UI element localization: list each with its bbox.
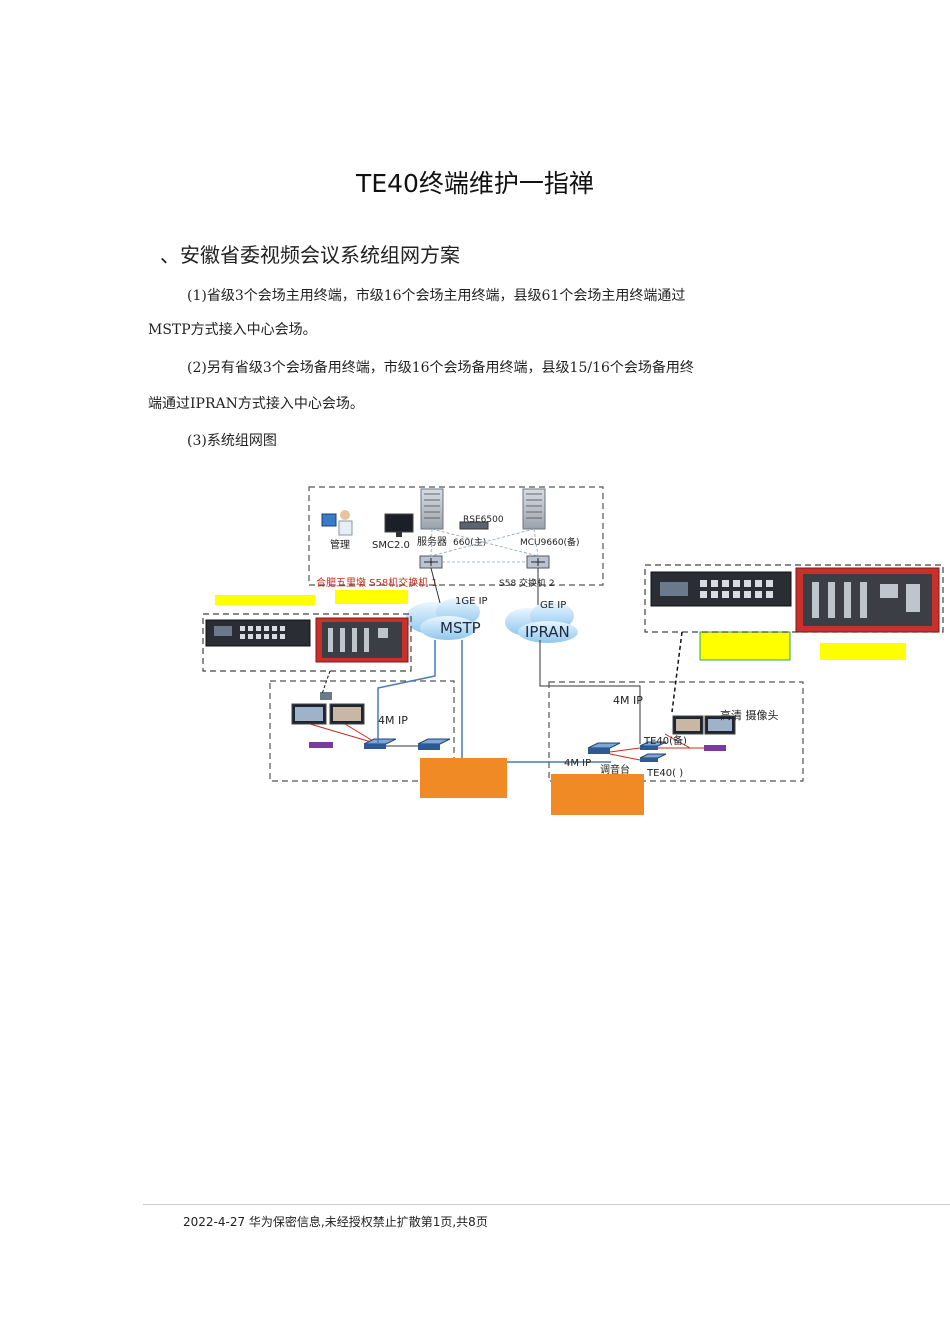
mstp-right-site-link <box>461 640 611 763</box>
switch-1-label: 合肥五里墩 S58机交换机 1 <box>316 576 438 589</box>
mcu-backup-rack-icon <box>522 488 546 530</box>
left-router-icon <box>417 738 451 750</box>
left-display-icon <box>291 692 365 725</box>
right-router-icon <box>587 742 621 754</box>
right-mixer-device-icon <box>795 567 940 633</box>
yellow-highlight-2 <box>335 590 408 604</box>
ge-ip-label: GE IP <box>540 600 566 611</box>
left-purple-device <box>309 742 333 748</box>
left-equipment-link <box>321 670 331 695</box>
right-red-link-1 <box>609 747 641 753</box>
orange-block-left <box>420 758 507 798</box>
mstp-left-site-link <box>377 640 436 744</box>
yellow-highlight-4 <box>820 643 906 660</box>
paragraph-2-line-1: (2)另有省级3个会场备用终端，市级16个会场备用终端，县级15/16个会场备用… <box>187 360 694 376</box>
te40-main-label: TE40( ) <box>646 768 683 779</box>
right-te40-main-icon <box>639 753 667 762</box>
right-matrix-device-icon <box>650 571 792 607</box>
server-label: 服务器 <box>417 535 447 548</box>
smc-label: SMC2.0 <box>372 540 410 551</box>
ipran-label: IPRAN <box>525 623 570 641</box>
switch-2-label: S58 交换机 2 <box>499 577 555 589</box>
switch-2-icon <box>526 555 550 569</box>
smc-monitor-icon <box>384 513 414 537</box>
footer-divider <box>143 1204 950 1205</box>
orange-block-right <box>551 774 644 815</box>
left-mixer-device-icon <box>315 617 409 663</box>
left-matrix-device-icon <box>205 619 311 647</box>
manage-pc-icon <box>321 510 353 536</box>
paragraph-1-line-2: MSTP方式接入中心会场。 <box>148 322 317 338</box>
right-display-icon <box>672 715 736 735</box>
paragraph-1-line-1: (1)省级3个会场主用终端，市级16个会场主用终端，县级61个会场主用终端通过 <box>187 288 686 304</box>
footer-text: 2022-4-27 华为保密信息,未经授权禁止扩散第1页,共8页 <box>183 1215 488 1229</box>
4m-ip-left-label: 4M IP <box>378 714 408 727</box>
left-red-link-2 <box>344 723 379 745</box>
manage-label: 管理 <box>330 538 350 551</box>
switch-1-icon <box>419 555 443 569</box>
mcu-main-rack-icon <box>420 488 444 530</box>
right-site-box <box>548 681 804 782</box>
4m-ip-right-bottom-label: 4M IP <box>564 758 591 769</box>
left-site-box <box>269 680 455 782</box>
4m-ip-right-top-label: 4M IP <box>613 694 643 707</box>
yellow-highlight-1 <box>215 595 315 605</box>
right-red-link-4 <box>664 733 691 749</box>
right-equipment-box <box>644 564 944 633</box>
right-red-link-2 <box>609 753 641 761</box>
ipran-right-site-link <box>539 640 641 744</box>
paragraph-2-line-2: 端通过IPRAN方式接入中心会场。 <box>148 396 364 412</box>
right-equipment-link <box>671 631 683 713</box>
rse-label: RSE6500 <box>463 515 504 525</box>
left-equipment-box <box>202 613 412 672</box>
core-cross-links <box>430 528 539 563</box>
paragraph-3: (3)系统组网图 <box>187 433 277 449</box>
document-title: TE40终端维护一指禅 <box>356 169 594 198</box>
mcu-backup-label: MCU9660(备) <box>520 536 580 548</box>
section-heading: 、安徽省委视频会议系统组网方案 <box>160 243 460 267</box>
yellow-highlight-3 <box>699 631 791 661</box>
ipran-cloud-icon <box>505 602 578 643</box>
console-label: 调音台 <box>600 763 630 776</box>
1ge-ip-label: 1GE IP <box>455 596 488 607</box>
link-core-mstp <box>430 567 441 604</box>
right-te40-backup-icon <box>639 741 667 750</box>
mstp-cloud-icon <box>406 598 480 640</box>
left-red-link-1 <box>309 723 379 745</box>
camera-label: 高清 摄像头 <box>720 708 779 722</box>
right-purple-device <box>704 745 726 751</box>
mstp-label: MSTP <box>440 619 481 637</box>
te40-backup-label: TE40(备) <box>643 734 687 747</box>
left-te40-icon <box>363 738 397 749</box>
core-site-box <box>308 486 604 586</box>
rse-server-icon <box>459 521 489 530</box>
mcu-main-label: 660(主) <box>453 536 486 548</box>
